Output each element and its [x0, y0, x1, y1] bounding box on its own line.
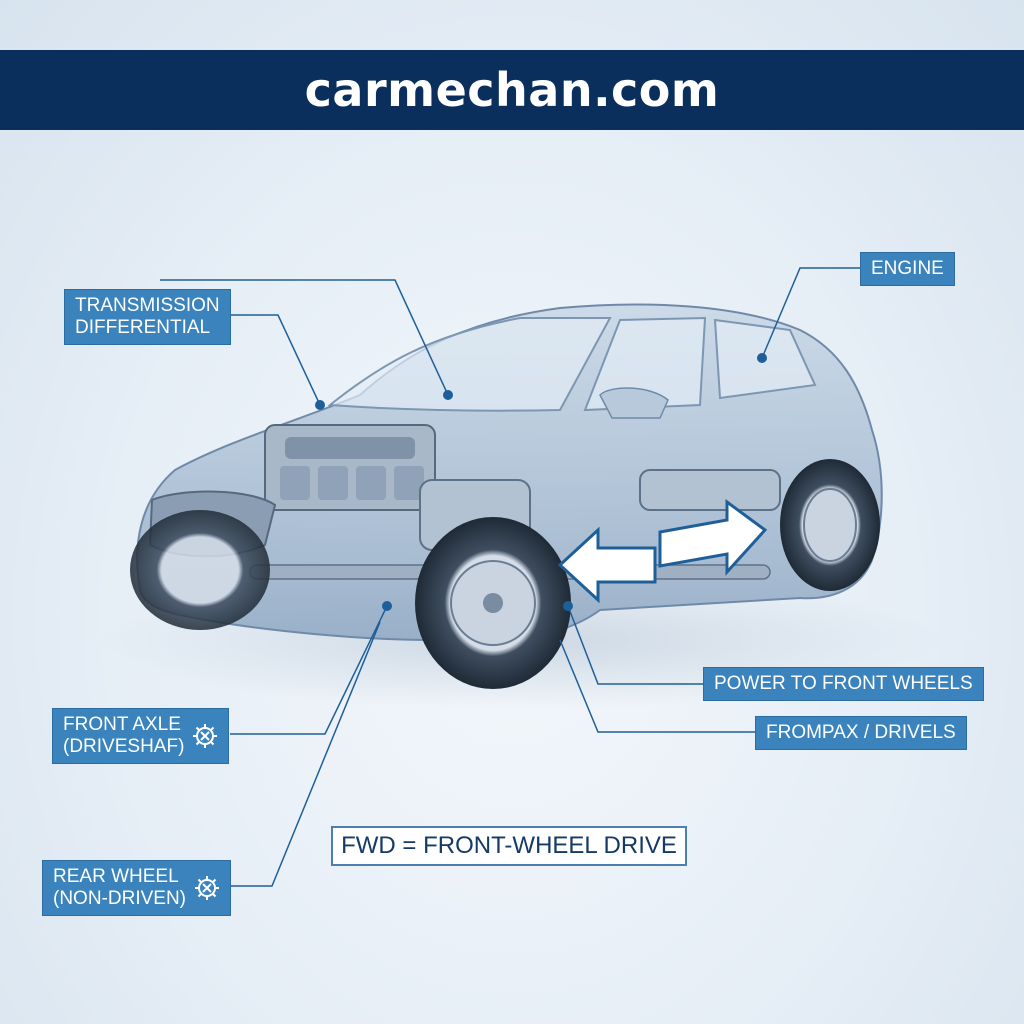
site-banner: carmechan.com [0, 50, 1024, 130]
transmission-label-line1: TRANSMISSION [75, 295, 220, 316]
front-drivels-label-text: FROMPAX / DRIVELS [766, 722, 956, 743]
power-front-label-text: POWER TO FRONT WHEELS [714, 673, 973, 694]
fwd-caption-text: FWD = FRONT-WHEEL DRIVE [341, 832, 677, 859]
arrow-left-icon [557, 526, 657, 604]
arrow-right-icon [658, 499, 768, 576]
gear-cross-icon [193, 724, 218, 748]
front-axle-label-line2: (DRIVESHAF) [63, 736, 185, 757]
transmission-label-line2: DIFFERENTIAL [75, 317, 211, 338]
mirror [599, 387, 669, 419]
fwd-caption: FWD = FRONT-WHEEL DRIVE [331, 826, 687, 866]
site-title: carmechan.com [304, 63, 720, 117]
engine-label: ENGINE [860, 252, 955, 286]
rear-wheel-label-line2: (NON-DRIVEN) [53, 888, 186, 909]
leader-dots [315, 353, 767, 611]
front-right-wheel [415, 517, 571, 689]
engine-label-text: ENGINE [871, 258, 944, 279]
rear-wheel-label-line1: REAR WHEEL [53, 866, 179, 887]
leader-lines [160, 267, 860, 887]
rear-wheel-label: REAR WHEEL (NON-DRIVEN) [42, 860, 231, 916]
gear-cross-icon [195, 876, 219, 900]
front-left-wheel [130, 510, 270, 630]
front-axle-label-line1: FRONT AXLE [63, 714, 181, 735]
front-axle-label: FRONT AXLE (DRIVESHAF) [52, 708, 230, 764]
rear-right-wheel [780, 459, 880, 591]
side-windows [583, 316, 817, 412]
engine-block [264, 424, 436, 511]
front-drivels-label: FROMPAX / DRIVELS [755, 716, 967, 750]
windshield [327, 317, 612, 412]
rear-suspension [639, 469, 781, 511]
power-front-label: POWER TO FRONT WHEELS [703, 667, 984, 701]
transmission-label: TRANSMISSION DIFFERENTIAL [64, 289, 231, 345]
